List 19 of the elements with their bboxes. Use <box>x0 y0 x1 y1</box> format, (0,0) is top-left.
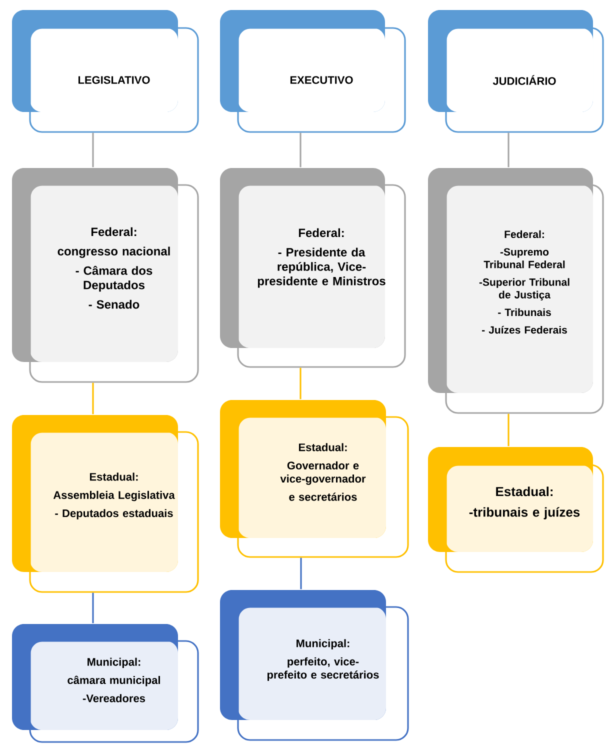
org-card: Federal: -Supremo Tribunal Federal -Superior Tribunal de Justiça - Tribunais - Juízes Federais <box>428 168 604 414</box>
org-card: Federal: congresso nacional - Câmara dos Deputados - Senado <box>12 168 199 383</box>
org-card: EXECUTIVO <box>220 10 406 133</box>
org-card: Municipal: perfeito, vice-prefeito e secretários <box>220 590 409 741</box>
org-card: Municipal: câmara municipal -Vereadores <box>12 624 199 743</box>
org-card: LEGISLATIVO <box>12 10 199 133</box>
connector-line <box>92 592 94 624</box>
org-card: Estadual: -tribunais e juízes <box>428 447 604 573</box>
org-card: Estadual: Assembleia Legislativa - Deputados estaduais <box>12 415 199 593</box>
connector-line <box>508 132 510 168</box>
connector-line <box>300 558 302 590</box>
org-card: Estadual: Governador e vice-governador e secretários <box>220 400 409 558</box>
connector-line <box>92 132 94 168</box>
connector-line <box>300 132 302 168</box>
org-card: JUDICIÁRIO <box>428 10 604 133</box>
connector-line <box>92 382 94 414</box>
org-card: Federal: - Presidente da república, Vice-presidente e Ministros <box>220 168 406 368</box>
connector-line <box>300 368 302 400</box>
connector-line <box>508 414 510 446</box>
